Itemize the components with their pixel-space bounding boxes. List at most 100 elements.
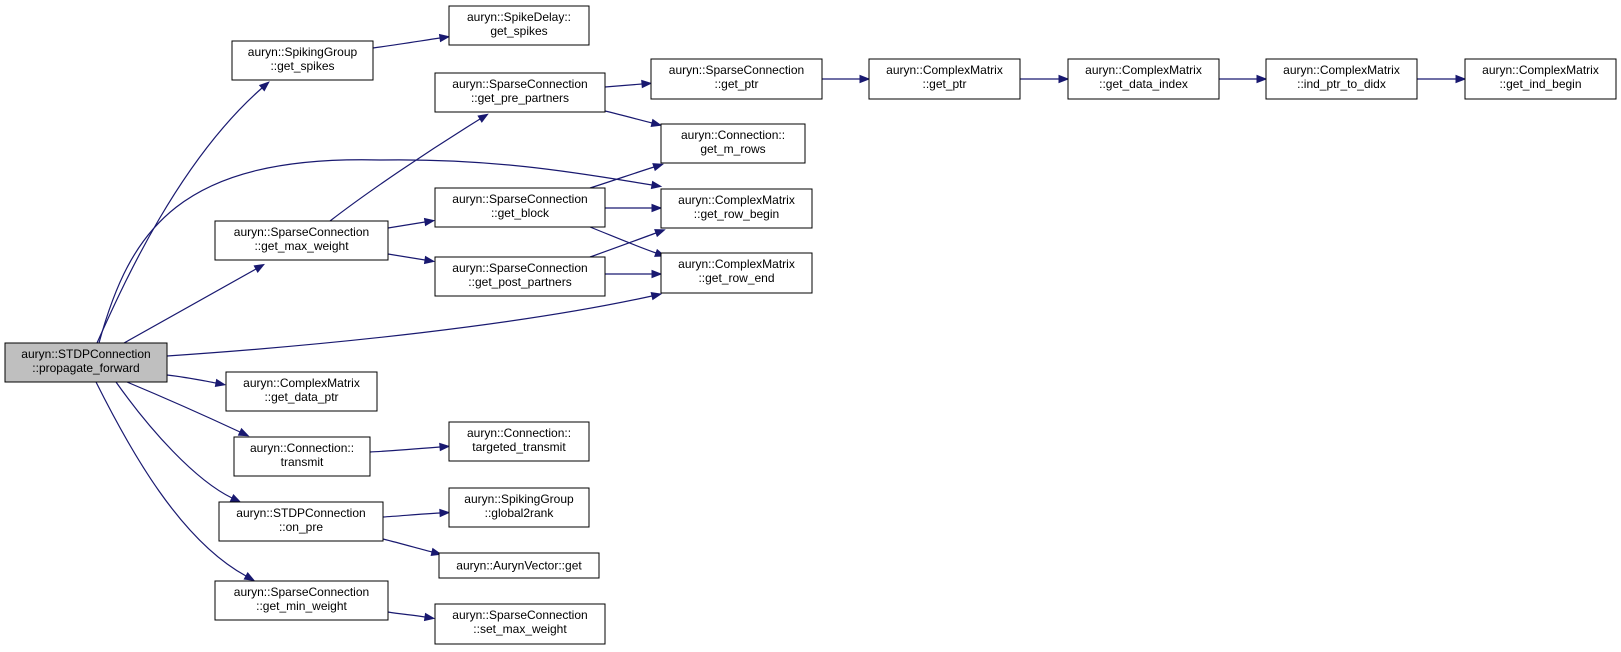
edge-root-to-sc_get_max_weight [123, 263, 265, 344]
node-box [448, 487, 590, 528]
node-sc-get-block[interactable]: auryn::SparseConnection::get_block [434, 187, 606, 228]
arrowhead-icon [1455, 74, 1467, 84]
arrowhead-icon [654, 229, 666, 238]
node-label-line2: ::get_data_ptr [264, 390, 338, 404]
edge-sc_get_max_weight-to-sc_get_post_partners [387, 253, 436, 265]
node-label-line2: ::set_max_weight [473, 622, 567, 636]
node-sg-global2rank[interactable]: auryn::SpikingGroup::global2rank [448, 487, 590, 528]
node-label-line1: auryn::SpikingGroup [464, 492, 574, 506]
node-label-line1: auryn::ComplexMatrix [1085, 63, 1202, 77]
node-label-line1: auryn::ComplexMatrix [678, 193, 795, 207]
node-label-line1: auryn::Connection:: [681, 128, 785, 142]
node-box [225, 371, 378, 412]
edge-cm_ind_ptr_to_didx-to-cm_get_ind_begin [1416, 74, 1467, 84]
edge-root-to-cm_get_row_begin [98, 159, 663, 344]
node-conn-get-m-rows[interactable]: auryn::Connection::get_m_rows [660, 123, 806, 164]
arrowhead-icon [477, 113, 489, 123]
node-label-line2: transmit [281, 455, 324, 469]
node-stdp-on-pre[interactable]: auryn::STDPConnection::on_pre [218, 501, 384, 542]
node-sc-get-pre-partners[interactable]: auryn::SparseConnection::get_pre_partner… [434, 72, 606, 113]
node-sc-get-min-weight[interactable]: auryn::SparseConnection::get_min_weight [214, 580, 389, 621]
node-sc-get-max-weight[interactable]: auryn::SparseConnection::get_max_weight [214, 220, 389, 261]
node-label-line2: ::propagate_forward [32, 361, 139, 375]
node-cm-get-row-end[interactable]: auryn::ComplexMatrix::get_row_end [660, 252, 813, 294]
node-box [218, 501, 384, 542]
arrowhead-icon [652, 163, 664, 172]
edge-line [382, 512, 441, 518]
node-box [1067, 58, 1220, 100]
edge-sc_get_post_partners-to-cm_get_row_end [604, 269, 663, 279]
node-label-line2: ::get_spikes [270, 59, 334, 73]
arrowhead-icon [258, 81, 270, 92]
node-cm-get-row-begin[interactable]: auryn::ComplexMatrix::get_row_begin [660, 188, 813, 229]
arrowhead-icon [641, 79, 653, 89]
node-sc-set-max-weight[interactable]: auryn::SparseConnection::set_max_weight [434, 603, 606, 645]
node-label-line1: auryn::ComplexMatrix [678, 257, 795, 271]
edge-sc_get_min_weight-to-sc_set_max_weight [387, 611, 436, 622]
arrowhead-icon [859, 74, 871, 84]
edge-line [372, 37, 441, 49]
node-root[interactable]: auryn::STDPConnection::propagate_forward [4, 342, 168, 383]
edge-line [387, 253, 426, 261]
node-label-line1: auryn::SparseConnection [452, 192, 587, 206]
edge-root-to-stdp_on_pre [115, 381, 242, 503]
edge-sc_get_block-to-cm_get_row_end [589, 226, 666, 257]
node-label-line2: get_m_rows [700, 142, 765, 156]
arrowhead-icon [650, 118, 663, 127]
edge-line [115, 381, 233, 499]
edge-line [166, 295, 653, 357]
edge-sc_get_block-to-conn_get_m_rows [589, 163, 664, 189]
node-box [650, 58, 823, 100]
node-label-line1: auryn::SparseConnection [452, 261, 587, 275]
node-av-get[interactable]: auryn::AurynVector::get [438, 552, 600, 579]
edge-sc_get_block-to-cm_get_row_begin [604, 203, 663, 213]
node-label-line1: auryn::SpikingGroup [248, 45, 358, 59]
node-box [214, 220, 389, 261]
node-box [4, 342, 168, 383]
edges-layer [95, 33, 1467, 622]
edge-stdp_on_pre-to-sg_global2rank [382, 508, 451, 518]
edge-line [98, 159, 653, 344]
arrowhead-icon [439, 508, 451, 518]
arrowhead-icon [650, 180, 663, 190]
node-box [660, 123, 806, 164]
node-label-line2: ::get_block [491, 206, 550, 220]
node-label-line1: auryn::ComplexMatrix [1482, 63, 1599, 77]
edge-root-to-cm_get_row_end [166, 291, 663, 357]
node-cm-get-ptr[interactable]: auryn::ComplexMatrix::get_ptr [868, 58, 1021, 100]
node-cm-ind-ptr-to-didx[interactable]: auryn::ComplexMatrix::ind_ptr_to_didx [1265, 58, 1418, 100]
node-cm-get-data-ptr[interactable]: auryn::ComplexMatrix::get_data_ptr [225, 371, 378, 412]
node-box [233, 436, 371, 477]
arrowhead-icon [1058, 74, 1070, 84]
node-conn-targeted-transmit[interactable]: auryn::Connection::targeted_transmit [448, 421, 590, 462]
edge-line [589, 232, 657, 258]
node-cm-get-data-index[interactable]: auryn::ComplexMatrix::get_data_index [1067, 58, 1220, 100]
edge-cm_get_data_index-to-cm_ind_ptr_to_didx [1218, 74, 1268, 84]
node-sd-get-spikes[interactable]: auryn::SpikeDelay::get_spikes [448, 5, 590, 46]
node-label-line1: auryn::Connection:: [467, 426, 571, 440]
edge-conn_transmit-to-conn_targeted_transmit [369, 442, 451, 453]
node-conn-transmit[interactable]: auryn::Connection::transmit [233, 436, 371, 477]
arrowhead-icon [253, 263, 265, 273]
node-sc-get-ptr[interactable]: auryn::SparseConnection::get_ptr [650, 58, 823, 100]
arrowhead-icon [243, 572, 256, 581]
node-label-line2: ::get_ind_begin [1499, 77, 1581, 91]
node-label-line2: ::get_row_end [698, 271, 774, 285]
node-sg-get-spikes[interactable]: auryn::SpikingGroup::get_spikes [231, 40, 374, 81]
node-label-line2: get_spikes [490, 24, 547, 38]
node-label-line1: auryn::ComplexMatrix [886, 63, 1003, 77]
node-sc-get-post-partners[interactable]: auryn::SparseConnection::get_post_partne… [434, 256, 606, 297]
edge-line [123, 268, 257, 344]
arrowhead-icon [650, 291, 663, 301]
edge-root-to-cm_get_data_ptr [166, 374, 227, 388]
edge-sc_get_pre_partners-to-sc_get_ptr [604, 79, 653, 89]
arrowhead-icon [229, 494, 242, 503]
node-cm-get-ind-begin[interactable]: auryn::ComplexMatrix::get_ind_begin [1464, 58, 1617, 100]
edge-line [604, 83, 643, 88]
node-label-line1: auryn::SparseConnection [452, 77, 587, 91]
edge-root-to-sg_get_spikes [96, 81, 270, 344]
node-label-line2: ::get_min_weight [256, 599, 347, 613]
edge-line [329, 118, 481, 222]
edge-sg_get_spikes-to-sd_get_spikes [372, 33, 451, 49]
node-box [660, 252, 813, 294]
